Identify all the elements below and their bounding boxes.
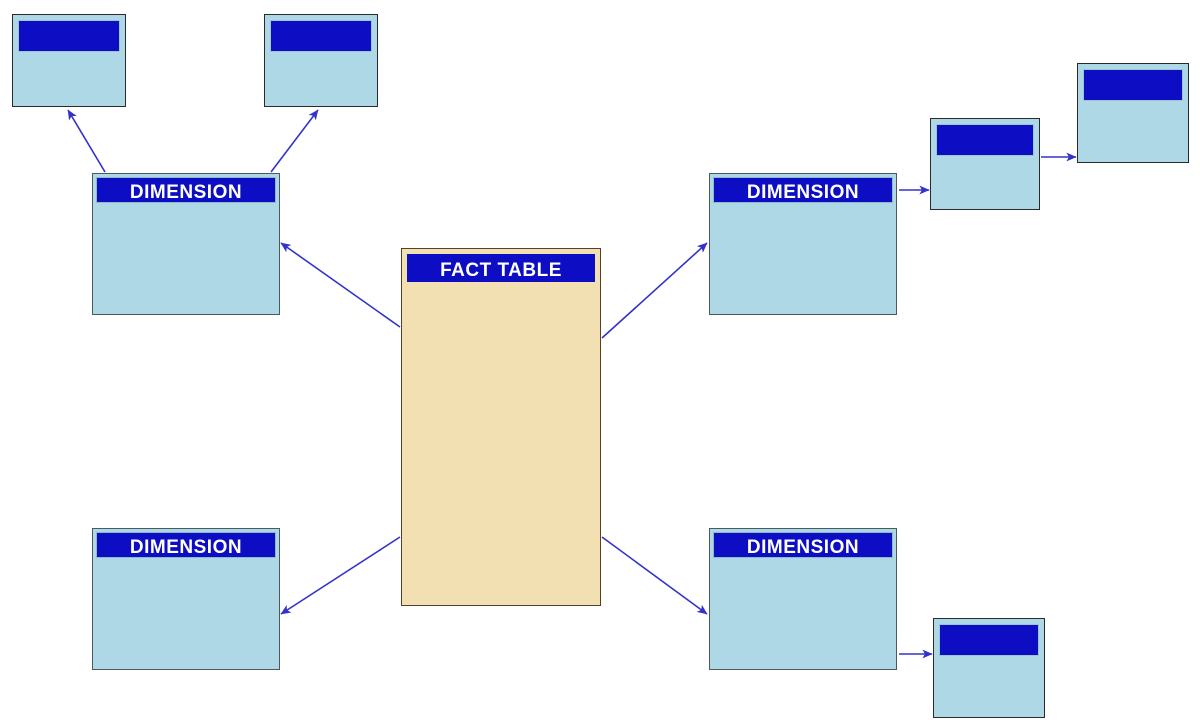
edge-dim-top-left-to-sub-b	[270, 109, 319, 173]
node-header-fact: FACT TABLE	[407, 254, 595, 282]
edge-fact-to-dim-top-right	[601, 242, 708, 339]
node-header-dim-bottom-left: DIMENSION	[96, 532, 276, 558]
node-header-sub-bottom-right-a	[939, 624, 1039, 656]
edge-fact-to-dim-top-left	[280, 242, 401, 328]
node-sub-top-right-b[interactable]	[1077, 63, 1189, 163]
node-dim-bottom-left[interactable]: DIMENSION	[92, 528, 280, 670]
node-dim-bottom-right[interactable]: DIMENSION	[709, 528, 897, 670]
node-sub-top-left-a[interactable]	[12, 14, 126, 107]
edge-fact-to-dim-bottom-right	[601, 536, 708, 615]
node-header-sub-top-left-a	[18, 20, 120, 52]
node-header-sub-top-left-b	[270, 20, 372, 52]
node-fact[interactable]: FACT TABLE	[401, 248, 601, 606]
node-sub-bottom-right-a[interactable]	[933, 618, 1045, 718]
node-sub-top-right-a[interactable]	[930, 118, 1040, 210]
edge-fact-to-dim-bottom-left	[280, 536, 401, 615]
node-sub-top-left-b[interactable]	[264, 14, 378, 107]
node-header-sub-top-right-a	[936, 124, 1034, 156]
edge-dim-top-left-to-sub-a	[67, 109, 106, 173]
node-dim-top-right[interactable]: DIMENSION	[709, 173, 897, 315]
node-header-dim-top-right: DIMENSION	[713, 177, 893, 203]
node-dim-top-left[interactable]: DIMENSION	[92, 173, 280, 315]
node-header-dim-top-left: DIMENSION	[96, 177, 276, 203]
node-header-sub-top-right-b	[1083, 69, 1183, 101]
node-header-dim-bottom-right: DIMENSION	[713, 532, 893, 558]
